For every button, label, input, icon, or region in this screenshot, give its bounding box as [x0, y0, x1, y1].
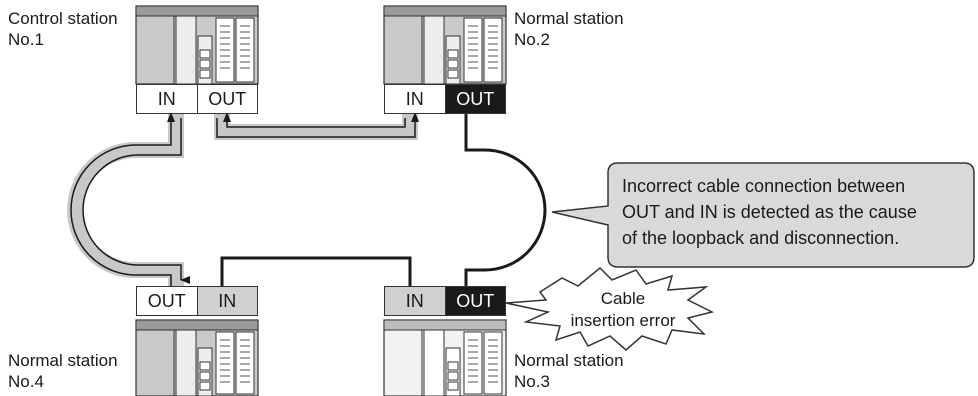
station-1-number: No.1 — [8, 30, 44, 49]
loopback-arrow-top-outer — [216, 118, 416, 138]
error-burst — [505, 266, 715, 351]
loopback-arrowhead-top-right — [411, 112, 419, 122]
loopback-arrow-left-outer — [70, 118, 172, 286]
loopback-arrowhead-up — [167, 112, 175, 122]
callout-balloon — [551, 162, 975, 268]
plc-unit-3 — [383, 319, 507, 396]
station-3-port-out: OUT — [444, 287, 505, 315]
station-4-ports: OUT IN — [136, 286, 258, 316]
cable-right-arc — [464, 114, 547, 286]
plc-unit-4 — [135, 319, 259, 396]
error-burst-line-1: Cable — [600, 289, 646, 308]
station-2-label: Normal station No.2 — [514, 8, 624, 50]
station-2-number: No.2 — [514, 30, 550, 49]
station-1-port-out: OUT — [196, 85, 257, 113]
station-2-name: Normal station — [514, 9, 624, 28]
station-1-port-in: IN — [137, 85, 197, 113]
error-burst-text: Cable insertion error — [548, 288, 698, 332]
loopback-band-left — [67, 114, 184, 286]
station-2-ports: IN OUT — [384, 84, 506, 114]
callout-line-2: OUT and IN is detected as the cause — [622, 202, 917, 222]
callout-line-1: Incorrect cable connection between — [622, 176, 906, 196]
error-burst-line-2: insertion error — [570, 311, 676, 330]
loopback-arrowhead-top-left — [223, 112, 231, 122]
cable-bottom — [220, 256, 412, 286]
station-2-port-out: OUT — [444, 85, 505, 113]
station-4-port-out: OUT — [137, 287, 197, 315]
station-2-port-in: IN — [385, 85, 445, 113]
station-1-ports: IN OUT — [136, 84, 258, 114]
callout-text: Incorrect cable connection between OUT a… — [604, 163, 974, 267]
station-3-port-in: IN — [385, 287, 445, 315]
station-4-name: Normal station — [8, 351, 118, 370]
plc-unit-1 — [135, 5, 259, 85]
station-4-number: No.4 — [8, 372, 44, 391]
station-3-number: No.3 — [514, 372, 550, 391]
plc-unit-2 — [383, 5, 507, 85]
station-3-name: Normal station — [514, 351, 624, 370]
loopback-arrow-top-inner — [226, 118, 406, 128]
callout-line-3: of the loopback and disconnection. — [622, 228, 900, 248]
loopback-arrow-left-inner — [82, 118, 190, 284]
station-4-port-in: IN — [196, 287, 257, 315]
station-1-name: Control station — [8, 9, 118, 28]
station-3-ports: IN OUT — [384, 286, 506, 316]
station-1-label: Control station No.1 — [8, 8, 118, 50]
station-4-label: Normal station No.4 — [8, 350, 118, 392]
loopback-band-top — [214, 114, 418, 140]
station-3-label: Normal station No.3 — [514, 350, 624, 392]
